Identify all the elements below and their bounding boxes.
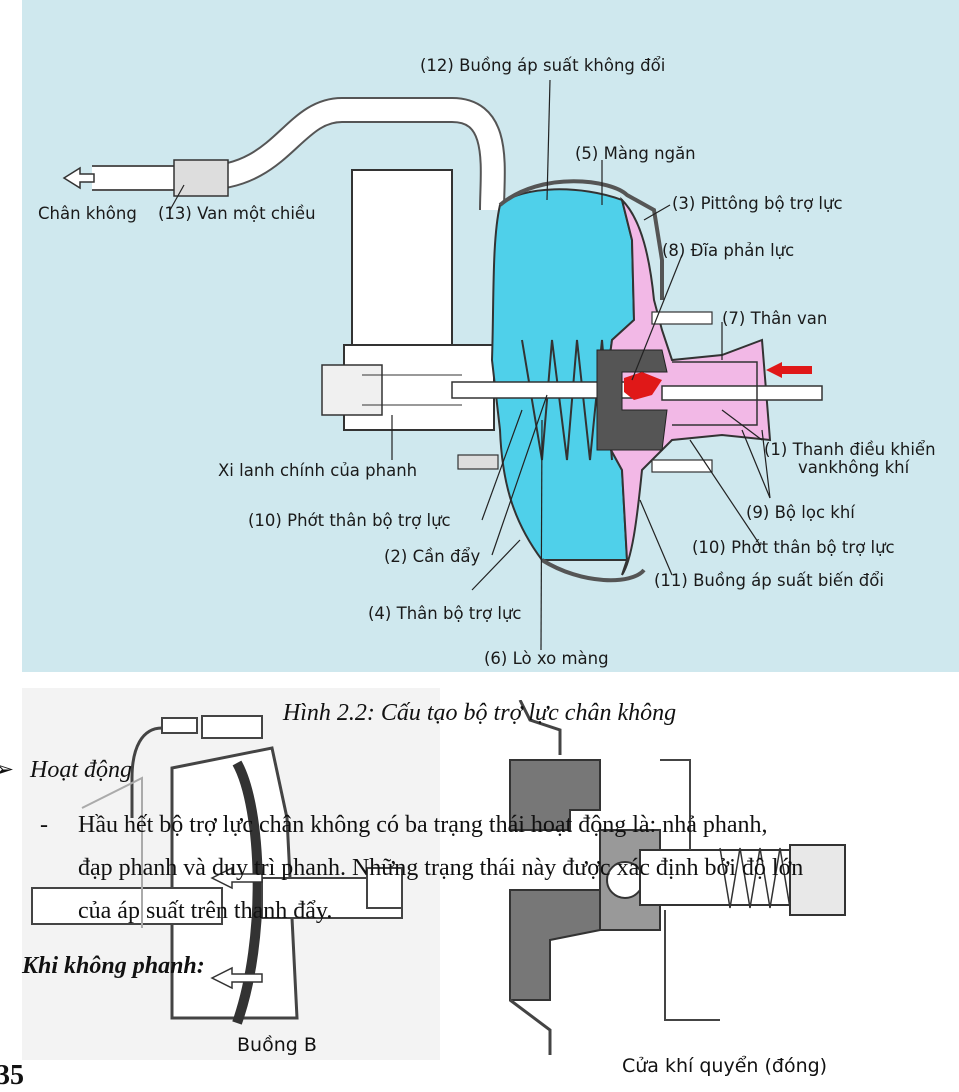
master-cylinder-left bbox=[31, 887, 223, 925]
mounting-stud bbox=[651, 311, 713, 325]
label-booster-body: (4) Thân bộ trợ lực bbox=[368, 604, 522, 623]
booster-diagram bbox=[62, 79, 823, 651]
label-atmosphere-port: Cửa khí quyển (đóng) bbox=[622, 1055, 828, 1077]
paragraph-line-3: của áp suất trên thanh đẩy. bbox=[78, 898, 333, 924]
label-diaphragm-spring: (6) Lò xo màng bbox=[484, 649, 609, 668]
label-vacuum: Chân không bbox=[38, 204, 137, 223]
label-master-cylinder: Xi lanh chính của phanh bbox=[218, 461, 418, 480]
label-booster-piston: (3) Pittông bộ trợ lực bbox=[672, 194, 843, 213]
paragraph-line-1: Hầu hết bộ trợ lực chân không có ba trạn… bbox=[78, 812, 768, 838]
figure-caption: Hình 2.2: Cấu tạo bộ trợ lực chân không bbox=[282, 700, 677, 726]
label-booster-seal-left: (10) Phớt thân bộ trợ lực bbox=[248, 511, 451, 530]
sub-heading-no-brake: Khi không phanh: bbox=[22, 953, 205, 979]
list-dash: - bbox=[40, 812, 48, 838]
paragraph-line-2: đạp phanh và duy trì phanh. Những trạng … bbox=[78, 855, 804, 881]
air-valve bbox=[624, 372, 662, 400]
vacuum-arrow-icon bbox=[62, 166, 95, 190]
bullet-arrow-icon: ➢ bbox=[0, 757, 15, 783]
label-diaphragm: (5) Màng ngăn bbox=[575, 144, 696, 163]
no-brake-figure-left: Buồng B bbox=[22, 688, 440, 1060]
valve-housing-bottom bbox=[509, 889, 601, 1001]
constant-pressure-chamber bbox=[490, 188, 636, 561]
label-air-filter: (9) Bộ lọc khí bbox=[746, 503, 855, 522]
label-reaction-disc: (8) Đĩa phản lực bbox=[662, 241, 795, 260]
page-number: 35 bbox=[0, 1060, 24, 1091]
label-operating-rod-2: vankhông khí bbox=[798, 458, 910, 477]
booster-piston bbox=[596, 349, 668, 451]
label-booster-seal-right: (10) Phớt thân bộ trợ lực bbox=[692, 538, 895, 557]
label-push-rod: (2) Cần đẩy bbox=[384, 547, 481, 566]
booster-figure: (12) Buồng áp suất không đổi (5) Màng ng… bbox=[22, 0, 959, 672]
label-constant-pressure-chamber: (12) Buồng áp suất không đổi bbox=[420, 56, 666, 75]
label-variable-chamber: (11) Buồng áp suất biến đổi bbox=[654, 571, 884, 590]
master-cylinder-reservoir bbox=[351, 169, 453, 351]
vacuum-hose bbox=[92, 99, 504, 211]
input-arrow-icon bbox=[766, 362, 812, 378]
label-operating-rod: (1) Thanh điều khiển bbox=[764, 440, 936, 459]
mounting-stud bbox=[651, 459, 713, 473]
label-check-valve: (13) Van một chiều bbox=[158, 204, 316, 223]
valve-operating-rod bbox=[661, 385, 823, 401]
valve-housing-top bbox=[509, 759, 601, 831]
heading-operation: Hoạt động bbox=[30, 757, 132, 783]
label-chamber-b: Buồng B bbox=[237, 1034, 317, 1056]
label-valve-body: (7) Thân van bbox=[722, 309, 828, 328]
no-brake-figure-right: Cửa khí quyển (đóng) bbox=[490, 699, 890, 1077]
check-valve-fitting bbox=[173, 159, 229, 197]
